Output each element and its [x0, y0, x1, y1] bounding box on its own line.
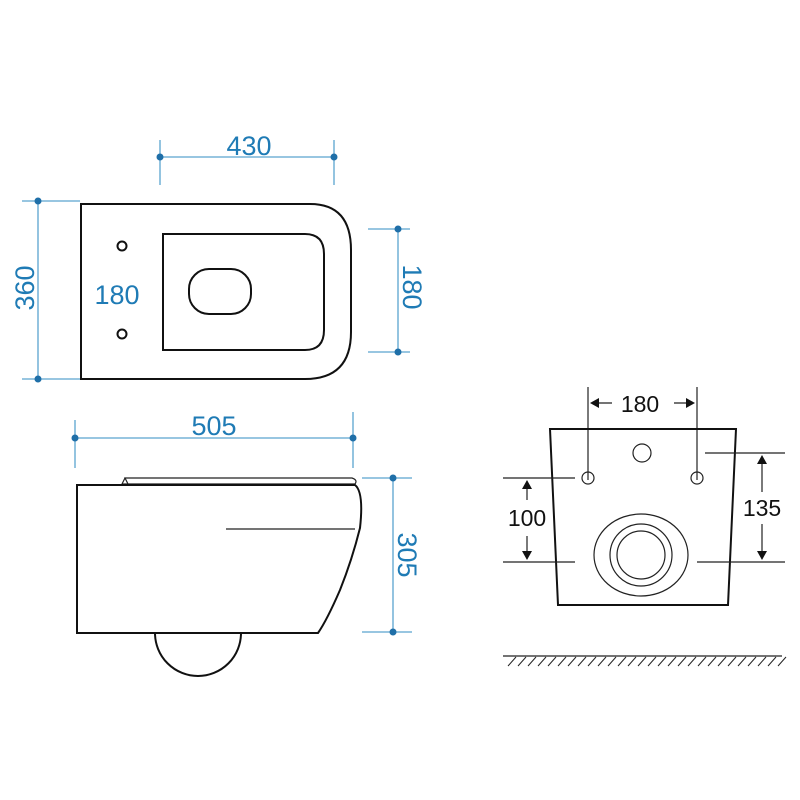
hatch-mark: [637, 656, 647, 667]
seat-lid-side: [124, 477, 357, 485]
hatch-mark: [687, 656, 697, 667]
outlet-pipe: [154, 632, 242, 677]
hatch-mark: [777, 656, 787, 667]
hatch-mark: [507, 656, 517, 667]
depth-label: 360: [10, 265, 40, 310]
seat-depth-dimension: 180: [368, 225, 427, 356]
depth-dimension: 360: [10, 197, 80, 383]
hatch-mark: [627, 656, 637, 667]
width-label: 430: [226, 131, 271, 161]
lower-height-dimension: 100: [503, 477, 575, 563]
side-view: 505 305: [71, 411, 422, 677]
rim-opening: [188, 268, 252, 315]
water-inlet: [632, 443, 652, 463]
hatch-mark: [587, 656, 597, 667]
hole-spacing-label: 180: [621, 391, 659, 417]
seat-outline: [162, 233, 325, 351]
inner-right-label: 180: [397, 264, 427, 309]
hatch-mark: [597, 656, 607, 667]
outlet-outer-ring: [593, 513, 689, 597]
hatch-mark: [607, 656, 617, 667]
hatch-mark: [557, 656, 567, 667]
hatch-mark: [517, 656, 527, 667]
outlet-inner-ring: [616, 530, 666, 580]
upper-height-label: 135: [743, 495, 781, 521]
hatch-mark: [727, 656, 737, 667]
hatch-mark: [537, 656, 547, 667]
hatch-mark: [767, 656, 777, 667]
fixing-hole-top: [116, 240, 128, 252]
lower-height-label: 100: [508, 505, 546, 531]
hatch-mark: [617, 656, 627, 667]
inner-left-label: 180: [94, 280, 139, 310]
rear-view: 180 100 135: [503, 387, 787, 667]
rear-body-outline: [548, 428, 738, 606]
hatch-mark: [757, 656, 767, 667]
hatch-mark: [567, 656, 577, 667]
rear-hole-left: [581, 471, 595, 485]
hatch-mark: [677, 656, 687, 667]
bowl-side-outline: [76, 484, 363, 634]
top-view: 430 360 180 180: [10, 131, 427, 383]
hatch-mark: [667, 656, 677, 667]
hatch-mark: [577, 656, 587, 667]
fixing-hole-bottom: [116, 328, 128, 340]
length-dimension: 505: [71, 411, 357, 468]
hatch-mark: [717, 656, 727, 667]
hole-spacing-dimension: 180: [587, 387, 698, 480]
hatch-mark: [647, 656, 657, 667]
hatch-mark: [697, 656, 707, 667]
bowl-top-outline: [80, 203, 352, 380]
rear-hole-right: [690, 471, 704, 485]
hatch-mark: [657, 656, 667, 667]
height-dimension: 305: [362, 474, 422, 636]
length-label: 505: [191, 411, 236, 441]
hatch-mark: [747, 656, 757, 667]
width-dimension: 430: [156, 131, 338, 185]
hatch-mark: [737, 656, 747, 667]
hatch-mark: [527, 656, 537, 667]
outlet-middle-ring: [609, 523, 673, 587]
hatch-mark: [707, 656, 717, 667]
upper-height-dimension: 135: [697, 452, 785, 563]
height-label: 305: [392, 532, 422, 577]
hatch-mark: [547, 656, 557, 667]
floor-hatch: [503, 655, 787, 667]
